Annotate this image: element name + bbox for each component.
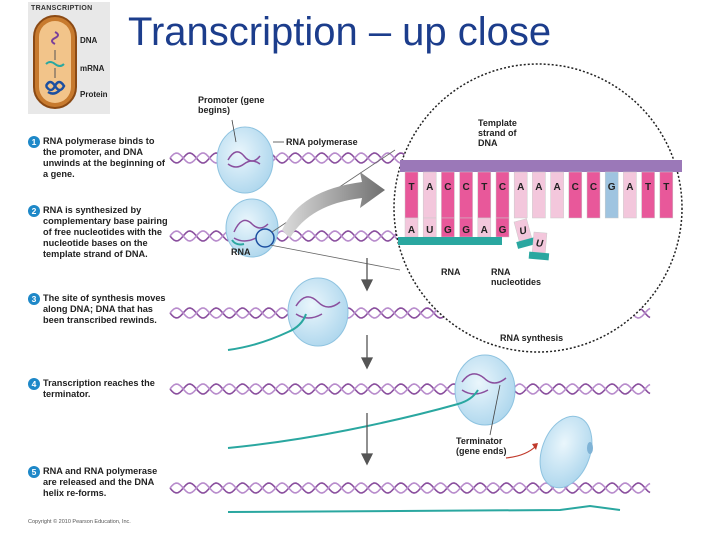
step-5-badge: 5: [28, 466, 40, 478]
template-base-14: T: [641, 171, 655, 219]
released-rna: [227, 504, 621, 513]
step-4-badge: 4: [28, 378, 40, 390]
label-promoter: Promoter (gene begins): [198, 95, 265, 115]
template-base-4: C: [459, 171, 473, 219]
svg-text:G: G: [499, 225, 507, 236]
svg-text:A: A: [517, 182, 524, 193]
rna-base-1: A: [404, 217, 419, 238]
template-base-11: C: [586, 171, 601, 219]
step-3-badge: 3: [28, 293, 40, 305]
cell-icon: [33, 15, 77, 109]
template-base-3: C: [441, 171, 455, 219]
step-1: 1 RNA polymerase binds to the promoter, …: [28, 136, 170, 180]
svg-text:T: T: [481, 182, 487, 193]
zoom-arrow: [282, 172, 385, 238]
svg-text:T: T: [645, 182, 651, 193]
inset-label-dna: DNA: [80, 36, 98, 45]
rna-base-5: A: [477, 217, 492, 238]
zoom-source-circle: [255, 228, 275, 248]
svg-text:G: G: [444, 225, 452, 236]
svg-text:U: U: [518, 225, 529, 238]
released-polymerase: [539, 415, 593, 489]
label-rna-step2: RNA: [231, 247, 251, 257]
svg-text:C: C: [462, 182, 469, 193]
svg-text:C: C: [590, 182, 597, 193]
svg-text:C: C: [572, 182, 579, 193]
dna-helix-row-4: [169, 383, 651, 395]
template-base-15: T: [659, 171, 674, 219]
template-base-12: G: [604, 171, 619, 219]
template-base-10: C: [568, 171, 583, 219]
overview-inset: TRANSCRIPTION DNA mRNA Protein: [28, 2, 110, 114]
dna-helix-row-5: [169, 482, 651, 494]
svg-text:A: A: [481, 225, 488, 236]
template-base-5: T: [477, 171, 492, 219]
svg-text:A: A: [408, 225, 415, 236]
svg-text:T: T: [663, 182, 669, 193]
svg-text:U: U: [426, 225, 433, 236]
step-5: 5 RNA and RNA polymerase are released an…: [28, 466, 170, 499]
copyright-text: Copyright © 2010 Pearson Education, Inc.: [28, 519, 131, 525]
step-1-badge: 1: [28, 136, 40, 148]
svg-text:A: A: [626, 182, 633, 193]
step-5-text: RNA and RNA polymerase are released and …: [43, 466, 158, 498]
rna-base-6: G: [495, 217, 510, 238]
rna-polymerase-step1: [216, 126, 274, 194]
step-3-text: The site of synthesis moves along DNA; D…: [43, 293, 166, 325]
free-nucleotide-1: U: [513, 218, 538, 249]
template-base-6: C: [495, 171, 510, 219]
step-2-text: RNA is synthesized by complementary base…: [43, 205, 168, 259]
template-strand-backbone: [400, 160, 682, 172]
svg-text:A: A: [426, 182, 433, 193]
label-terminator: Terminator (gene ends): [456, 436, 507, 456]
step-2: 2 RNA is synthesized by complementary ba…: [28, 205, 170, 260]
svg-text:A: A: [535, 182, 542, 193]
template-base-8: A: [532, 171, 546, 219]
template-base-13: A: [623, 171, 637, 219]
label-rna-synthesis: RNA synthesis: [500, 333, 564, 343]
label-rna-nucleotides: RNA nucleotides: [491, 267, 542, 287]
rna-base-4: G: [459, 217, 473, 238]
svg-text:T: T: [408, 182, 414, 193]
svg-text:G: G: [608, 182, 616, 193]
template-base-1: T: [404, 171, 419, 219]
step-2-badge: 2: [28, 205, 40, 217]
template-base-9: A: [550, 171, 564, 219]
inset-title: TRANSCRIPTION: [31, 5, 93, 12]
inset-label-mrna: mRNA: [80, 64, 105, 73]
svg-text:A: A: [553, 182, 560, 193]
label-template-strand: Template strand of DNA: [478, 118, 517, 148]
svg-text:C: C: [499, 182, 506, 193]
inset-label-protein: Protein: [80, 90, 108, 99]
svg-text:G: G: [462, 225, 470, 236]
rna-polymerase-step3: [287, 277, 349, 347]
rna-base-2: U: [422, 217, 437, 238]
template-base-2: A: [422, 171, 437, 219]
step-3: 3 The site of synthesis moves along DNA;…: [28, 293, 170, 326]
rna-backbone: [398, 237, 502, 245]
rna-base-3: G: [441, 217, 455, 238]
step-4: 4 Transcription reaches the terminator.: [28, 378, 170, 400]
step-4-text: Transcription reaches the terminator.: [43, 378, 155, 399]
svg-text:U: U: [535, 238, 544, 250]
step-1-text: RNA polymerase binds to the promoter, an…: [43, 136, 165, 179]
svg-text:C: C: [444, 182, 451, 193]
page-title: Transcription – up close: [128, 10, 552, 54]
down-arrows: [360, 258, 374, 466]
rna-polymerase-step4: [454, 354, 516, 426]
label-rna-zoom: RNA: [441, 267, 461, 277]
label-rna-polymerase: RNA polymerase: [286, 137, 358, 147]
template-base-7: A: [513, 171, 528, 219]
free-nucleotide-2: U: [528, 231, 550, 261]
